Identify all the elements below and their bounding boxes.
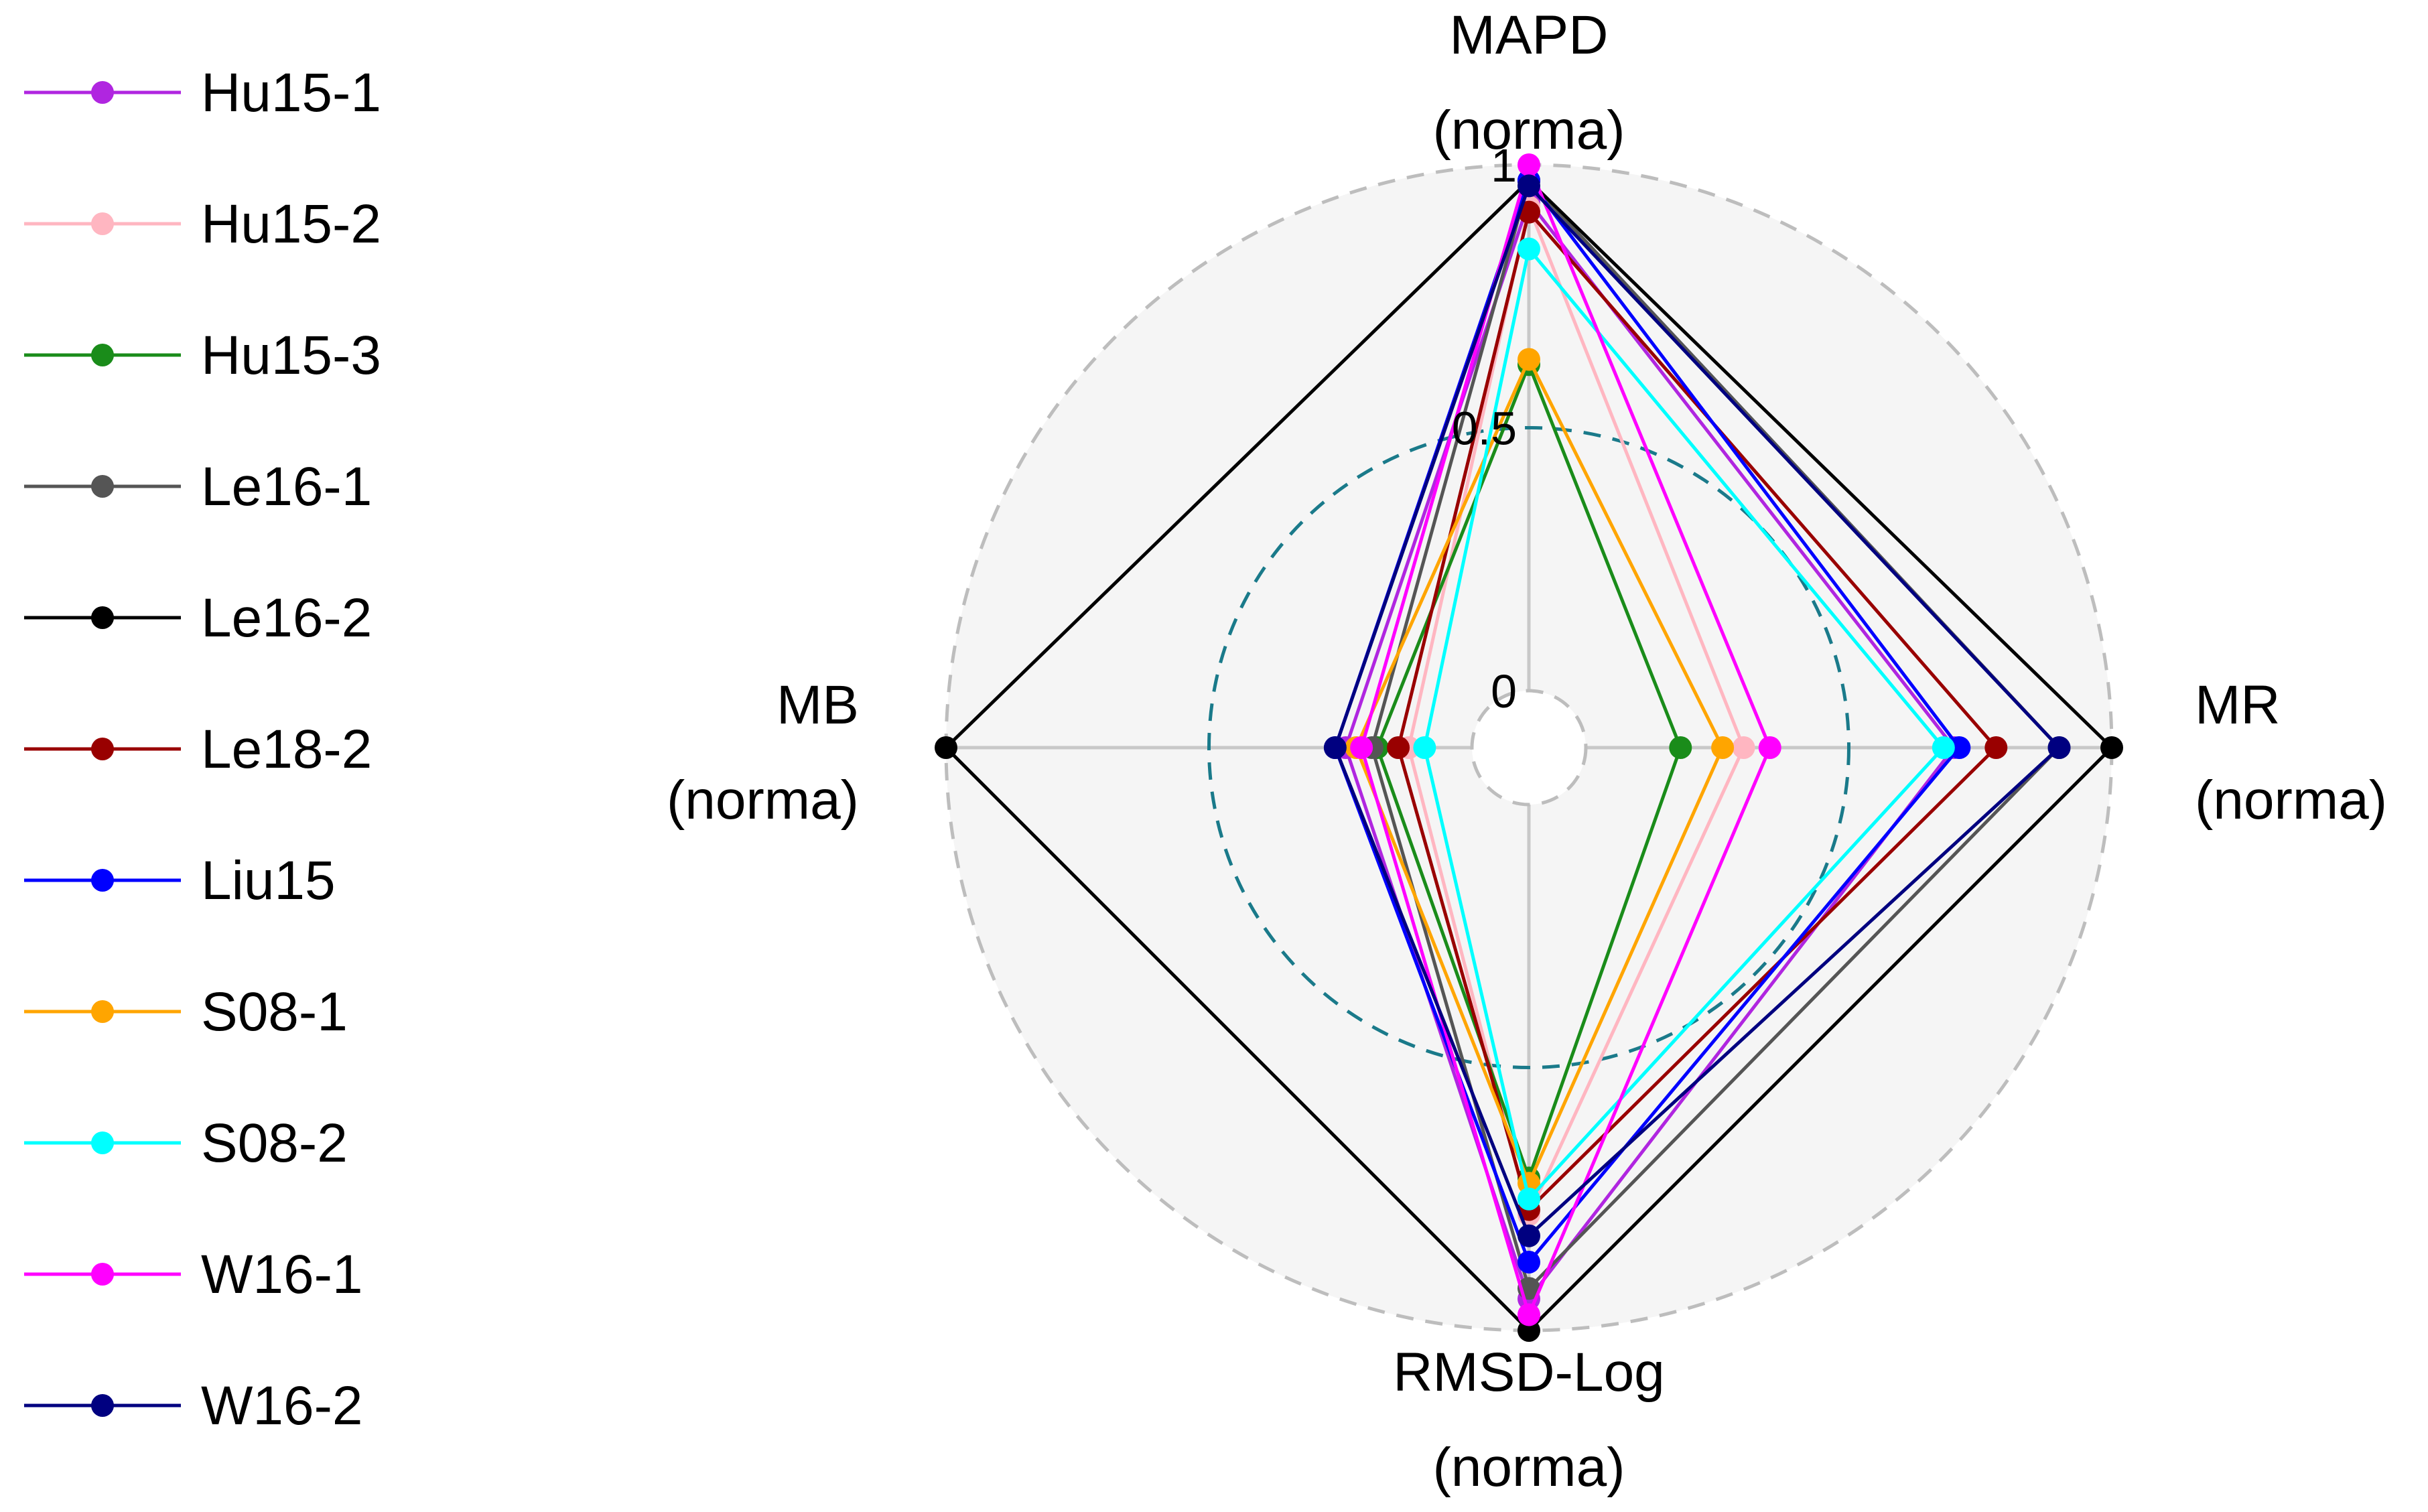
data-point-W16-2-0 [1518, 174, 1540, 198]
legend-marker-W16-1 [91, 1263, 114, 1286]
legend-item-Liu15: Liu15 [24, 850, 336, 911]
axis-label-1-line-1: (norma) [2195, 770, 2387, 831]
axis-label-1-line-0: MR [2195, 675, 2281, 736]
data-point-Liu15-2 [1518, 1250, 1540, 1274]
legend-marker-Hu15-1 [91, 81, 114, 104]
legend-label-S08-2: S08-2 [201, 1113, 348, 1174]
legend-label-Liu15: Liu15 [201, 850, 336, 911]
legend-label-Hu15-1: Hu15-1 [201, 62, 381, 123]
data-point-W16-1-0 [1518, 153, 1540, 176]
data-point-Le18-2-3 [1387, 736, 1410, 759]
legend-marker-Le18-2 [91, 738, 114, 760]
axis-label-0-line-0: MAPD [1450, 5, 1609, 66]
data-point-W16-2-2 [1518, 1224, 1540, 1247]
legend-marker-Le16-2 [91, 606, 114, 629]
radial-tick-labels: 00.51 [1452, 139, 1517, 717]
axis-label-2-line-1: (norma) [1432, 1437, 1625, 1498]
data-point-W16-1-2 [1518, 1303, 1540, 1326]
data-point-S08-2-2 [1518, 1187, 1540, 1211]
axis-label-1: MR (norma) [2195, 675, 2387, 831]
legend-marker-Liu15 [91, 869, 114, 892]
legend-label-Hu15-2: Hu15-2 [201, 194, 381, 255]
series-W16-1 [1350, 153, 1781, 1326]
axis-label-3-line-0: MB [777, 675, 859, 736]
data-point-W16-2-1 [2047, 736, 2071, 759]
legend-label-S08-1: S08-1 [201, 981, 348, 1042]
axis-label-0-line-1: (norma) [1432, 100, 1625, 161]
data-point-W16-2-3 [1323, 736, 1347, 759]
data-point-S08-1-1 [1711, 736, 1735, 759]
data-point-Liu15-1 [1948, 736, 1971, 759]
legend-item-Hu15-1: Hu15-1 [24, 62, 381, 123]
data-point-Hu15-3-1 [1669, 736, 1692, 759]
legend-item-S08-2: S08-2 [24, 1113, 348, 1174]
legend-item-Le16-1: Le16-1 [24, 456, 372, 517]
legend-item-Hu15-2: Hu15-2 [24, 194, 381, 255]
tick-label-2: 1 [1491, 139, 1517, 192]
legend-item-W16-2: W16-2 [24, 1375, 363, 1436]
data-point-Hu15-2-1 [1732, 736, 1755, 759]
axis-label-3-line-1: (norma) [667, 770, 859, 831]
legend-item-Hu15-3: Hu15-3 [24, 325, 381, 386]
legend-label-W16-2: W16-2 [201, 1375, 363, 1436]
legend-label-Hu15-3: Hu15-3 [201, 325, 381, 386]
axis-label-0: MAPD (norma) [1432, 5, 1625, 161]
legend-label-Le18-2: Le18-2 [201, 719, 372, 780]
data-point-S08-2-1 [1932, 736, 1955, 759]
legend-label-Le16-1: Le16-1 [201, 456, 372, 517]
legend-label-W16-1: W16-1 [201, 1244, 363, 1305]
series-S08-1 [1345, 348, 1735, 1195]
axis-label-2: RMSD-Log (norma) [1393, 1342, 1665, 1498]
legend-label-Le16-2: Le16-2 [201, 588, 372, 648]
data-point-W16-1-3 [1350, 736, 1373, 759]
data-point-Le16-2-1 [2100, 736, 2123, 759]
legend-marker-Hu15-2 [91, 212, 114, 235]
data-point-S08-2-3 [1413, 736, 1436, 759]
radar-series [935, 153, 2123, 1342]
legend: Hu15-1Hu15-2Hu15-3Le16-1Le16-2Le18-2Liu1… [24, 62, 381, 1436]
legend-marker-Hu15-3 [91, 344, 114, 366]
tick-label-1: 0.5 [1452, 403, 1517, 455]
data-point-S08-1-0 [1518, 348, 1540, 371]
series-S08-2 [1413, 237, 1955, 1211]
legend-item-Le18-2: Le18-2 [24, 719, 372, 780]
axis-label-3: MB (norma) [667, 675, 859, 831]
data-point-S08-2-0 [1518, 237, 1540, 261]
grid-circle-0 [1470, 689, 1588, 807]
tick-label-0: 0 [1491, 665, 1517, 717]
data-point-Le18-2-1 [1984, 736, 2008, 759]
legend-marker-Le16-1 [91, 475, 114, 498]
grid-circle-0.5 [1207, 426, 1850, 1069]
series-W16-2 [1323, 174, 2071, 1247]
data-point-Le16-2-2 [1518, 1319, 1540, 1342]
legend-item-W16-1: W16-1 [24, 1244, 363, 1305]
legend-marker-W16-2 [91, 1394, 114, 1417]
legend-item-S08-1: S08-1 [24, 981, 348, 1042]
axis-label-2-line-0: RMSD-Log [1393, 1342, 1665, 1403]
legend-marker-S08-2 [91, 1131, 114, 1154]
legend-item-Le16-2: Le16-2 [24, 588, 372, 648]
axis-labels: MAPD (norma) MR (norma) RMSD-Log (norma) MB (no… [667, 5, 2387, 1498]
data-point-W16-1-1 [1758, 736, 1781, 759]
data-point-Le16-2-3 [935, 736, 957, 759]
legend-marker-S08-1 [91, 1000, 114, 1023]
